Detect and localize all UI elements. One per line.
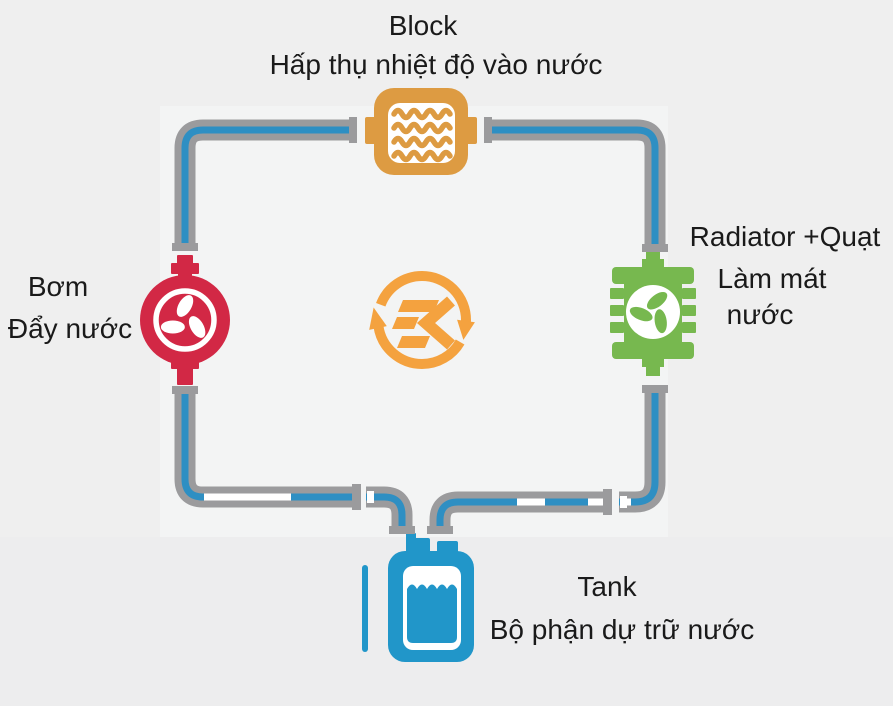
ek-monogram: [392, 296, 455, 350]
radiator-description-line2: nước: [726, 299, 794, 330]
pump-label: Bơm: [27, 271, 89, 302]
tank-icon: [362, 533, 474, 662]
coupler-notch: [367, 491, 374, 503]
pump-description: Đẩy nước: [7, 313, 133, 344]
radiator-description-line1: Làm mát: [717, 263, 827, 294]
pump-impeller-ring: [153, 288, 217, 352]
ek-cycle-logo: [369, 271, 475, 369]
radiator-fan-icon: [610, 252, 696, 376]
tank-label: Tank: [577, 571, 637, 602]
pipe-fittings: [172, 117, 668, 534]
tank-water: [407, 584, 457, 643]
coupler-notch: [620, 496, 627, 508]
pipe-loop: [174, 119, 666, 526]
water-block-icon: [365, 88, 477, 175]
pipe-liquid: [181, 126, 659, 526]
pump-impeller-blades: [160, 295, 206, 338]
block-description: Hấp thụ nhiệt độ vào nước: [269, 49, 603, 80]
pump-icon: [140, 255, 230, 385]
pipe-empty-sections: [204, 493, 631, 506]
cycle-arrow-down: [457, 319, 475, 340]
cycle-arrow-up: [369, 307, 387, 330]
block-label: Block: [388, 10, 458, 41]
fan-blades: [629, 291, 668, 334]
coolant-level-line: [362, 565, 368, 652]
radiator-label: Radiator +Quạt: [689, 221, 881, 252]
tank-description: Bộ phận dự trữ nước: [489, 614, 755, 645]
